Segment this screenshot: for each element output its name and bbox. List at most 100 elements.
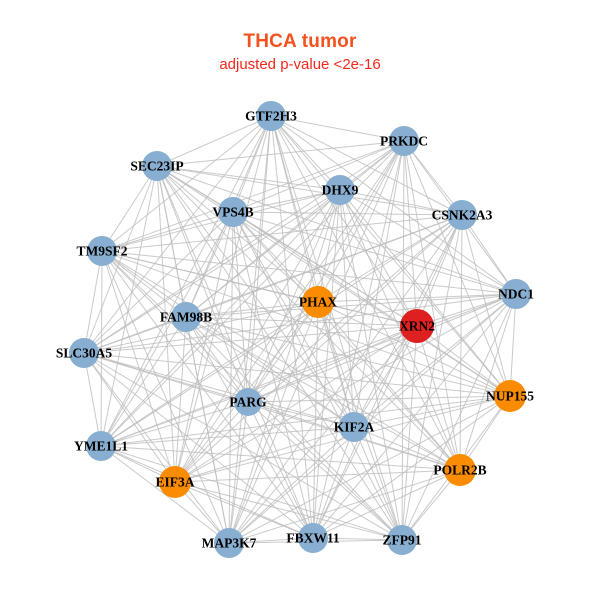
node-KIF2A xyxy=(339,412,369,442)
node-PRKDC xyxy=(389,126,419,156)
edge xyxy=(83,250,103,354)
edge xyxy=(317,301,511,397)
edge xyxy=(270,115,461,471)
edge xyxy=(101,211,234,252)
edge xyxy=(353,426,403,541)
node-VPS4B xyxy=(218,197,248,227)
edge xyxy=(312,214,463,539)
edge xyxy=(247,401,314,539)
edge xyxy=(459,214,463,471)
edge xyxy=(416,325,511,397)
edge xyxy=(83,189,341,354)
edge xyxy=(232,211,461,471)
edge xyxy=(83,211,234,354)
edge xyxy=(83,352,511,397)
edge xyxy=(101,250,511,397)
node-PARG xyxy=(234,388,262,416)
edge xyxy=(185,316,230,544)
node-layer xyxy=(69,101,531,558)
edge xyxy=(101,165,158,252)
edge xyxy=(100,214,463,447)
edge xyxy=(228,115,272,544)
edge xyxy=(317,301,461,471)
edge xyxy=(156,165,511,397)
edge xyxy=(101,250,517,295)
edge xyxy=(83,352,461,471)
edge xyxy=(101,250,187,318)
edge xyxy=(83,352,403,541)
edge xyxy=(339,189,355,428)
edge xyxy=(185,316,249,403)
edge xyxy=(100,401,249,447)
edge xyxy=(83,325,418,354)
edge xyxy=(232,140,405,213)
edge xyxy=(401,293,517,541)
edge xyxy=(156,165,249,403)
edge xyxy=(228,426,355,544)
edge xyxy=(461,214,517,295)
edge xyxy=(232,211,517,295)
edge xyxy=(401,325,418,541)
edge xyxy=(416,293,517,327)
edge xyxy=(353,426,461,471)
edge xyxy=(185,301,319,318)
node-SLC30A5 xyxy=(69,338,99,368)
edge xyxy=(83,115,272,354)
edge xyxy=(101,250,314,539)
edge xyxy=(185,293,517,318)
edge xyxy=(232,211,403,541)
node-XRN2 xyxy=(400,309,434,343)
node-FAM98B xyxy=(171,302,201,332)
edge xyxy=(83,352,230,544)
edge xyxy=(270,115,405,142)
edge xyxy=(83,293,517,354)
node-SEC23IP xyxy=(142,151,172,181)
edge xyxy=(174,211,234,483)
node-GTF2H3 xyxy=(256,101,286,131)
edge xyxy=(403,140,511,397)
edge xyxy=(100,426,355,447)
edge xyxy=(83,352,102,447)
node-POLR2B xyxy=(444,454,476,486)
node-CSNK2A3 xyxy=(447,200,477,230)
edge xyxy=(100,395,511,447)
edge xyxy=(83,352,355,428)
edge xyxy=(353,325,418,428)
node-MAP3K7 xyxy=(214,528,244,558)
edge xyxy=(317,214,463,303)
edge xyxy=(174,115,272,483)
edge xyxy=(174,481,314,539)
edge xyxy=(174,325,418,483)
edge xyxy=(83,140,405,354)
edge xyxy=(156,165,403,541)
edge xyxy=(185,316,461,471)
edge xyxy=(174,481,403,541)
edge xyxy=(232,211,418,327)
edge xyxy=(416,214,463,327)
edge xyxy=(270,115,341,191)
edge xyxy=(156,165,463,216)
edge xyxy=(247,401,403,541)
node-NUP155 xyxy=(494,380,526,412)
edge xyxy=(232,211,463,216)
edge xyxy=(185,189,341,318)
edge xyxy=(312,469,461,539)
edge xyxy=(228,395,511,544)
edge xyxy=(100,293,517,447)
edge xyxy=(174,214,463,483)
edge xyxy=(353,293,517,428)
edge xyxy=(101,250,176,483)
node-YME1L1 xyxy=(86,431,116,461)
edge xyxy=(83,214,463,354)
node-NDC1 xyxy=(501,279,531,309)
edge xyxy=(174,293,517,483)
edge xyxy=(100,165,158,447)
edge xyxy=(156,165,461,471)
edge xyxy=(100,211,234,447)
edge xyxy=(228,211,234,544)
edge xyxy=(247,140,405,403)
edge xyxy=(228,301,319,544)
edge xyxy=(270,115,418,327)
